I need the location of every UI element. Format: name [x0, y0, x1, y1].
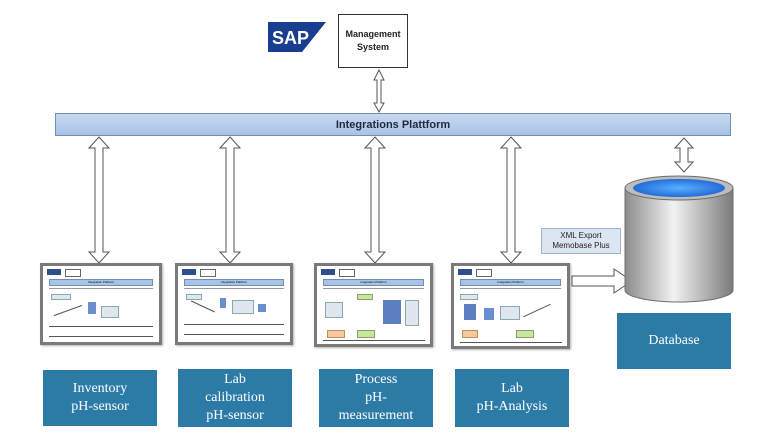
management-line-2: System	[356, 42, 390, 52]
database-label-text: Database	[648, 333, 700, 348]
module-label-line: Lab	[501, 381, 523, 396]
module-label-line: measurement	[338, 408, 414, 423]
inventory-thumbnail: Integration Platform	[40, 263, 162, 345]
calibration-arrow	[218, 136, 242, 264]
analysis-thumbnail: Integration Platform	[451, 263, 570, 349]
sap-logo: SAP	[268, 22, 326, 52]
mgmt-platform-arrow	[373, 68, 385, 114]
integration-platform-title: Integrations Plattform	[335, 118, 451, 131]
analysis-arrow	[499, 136, 523, 264]
module-label-line: pH-sensor	[71, 399, 129, 414]
module-label-calibration: Lab calibration pH-sensor	[178, 369, 292, 427]
module-label-process: Process pH- measurement	[319, 369, 433, 427]
export-arrow	[571, 268, 633, 294]
module-label-line: calibration	[205, 390, 265, 405]
module-label-line: pH-Analysis	[476, 399, 548, 414]
process-thumbnail: Integration Platform	[314, 263, 433, 347]
sap-logo-text: SAP	[272, 28, 309, 48]
calibration-thumbnail: Integration Platform	[175, 263, 293, 345]
xml-export-line-2: Memobase Plus	[552, 241, 610, 250]
management-line-1: Management	[345, 29, 401, 39]
module-label-line: pH-	[365, 390, 387, 405]
xml-export-label: XML Export Memobase Plus	[541, 228, 621, 254]
module-label-line: Process	[354, 372, 398, 387]
database-cylinder-icon	[624, 175, 734, 303]
management-system-box: Management System	[338, 14, 408, 68]
process-arrow	[363, 136, 387, 264]
database-arrow	[673, 137, 695, 173]
inventory-arrow	[87, 136, 111, 264]
xml-export-line-1: XML Export	[560, 231, 602, 240]
module-label-inventory: Inventory pH-sensor	[43, 370, 157, 426]
integration-platform-bar: Integrations Plattform	[55, 113, 731, 136]
module-label-line: Inventory	[72, 381, 128, 396]
module-label-line: pH-sensor	[206, 408, 264, 423]
module-label-line: Lab	[224, 372, 246, 387]
database-label: Database	[617, 313, 731, 369]
module-label-analysis: Lab pH-Analysis	[455, 369, 569, 427]
